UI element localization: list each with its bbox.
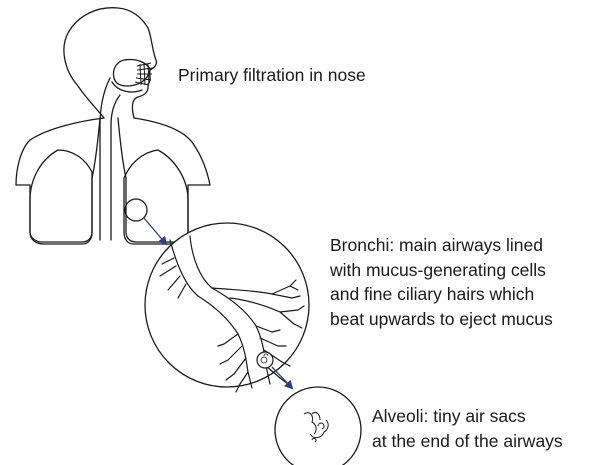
alveoli-label: Alveoli: tiny air sacs at the end of the… [372,404,563,453]
left-lung [30,150,92,244]
alveoli-label-line: Alveoli: tiny air sacs [372,404,563,429]
nose-filtration-label-text: Primary filtration in nose [178,63,366,88]
bronchi-label-line: and fine ciliary hairs which [330,282,553,307]
bronchi-label-line: Bronchi: main airways lined [330,233,553,258]
right-lung [124,150,188,244]
nose-filtration-label: Primary filtration in nose [178,63,366,88]
airway-upper [100,78,110,240]
alveoli-label-line: at the end of the airways [372,429,563,454]
bronchi-label: Bronchi: main airways lined with mucus-g… [330,233,553,331]
bronchi-label-line: beat upwards to eject mucus [330,307,553,332]
neck-line [92,118,100,178]
torso-outline [16,118,210,242]
lung-zoom-circle [125,199,147,221]
neck-line-right [118,118,126,178]
nose-filter-hairs [135,63,153,85]
airway-upper-right [111,95,120,240]
human-silhouette [16,8,210,244]
bronchi-label-line: with mucus-generating cells [330,258,553,283]
bronchi-circle [145,223,309,387]
arrow-to-bronchi [144,218,166,244]
arrow-to-alveoli [272,367,292,388]
